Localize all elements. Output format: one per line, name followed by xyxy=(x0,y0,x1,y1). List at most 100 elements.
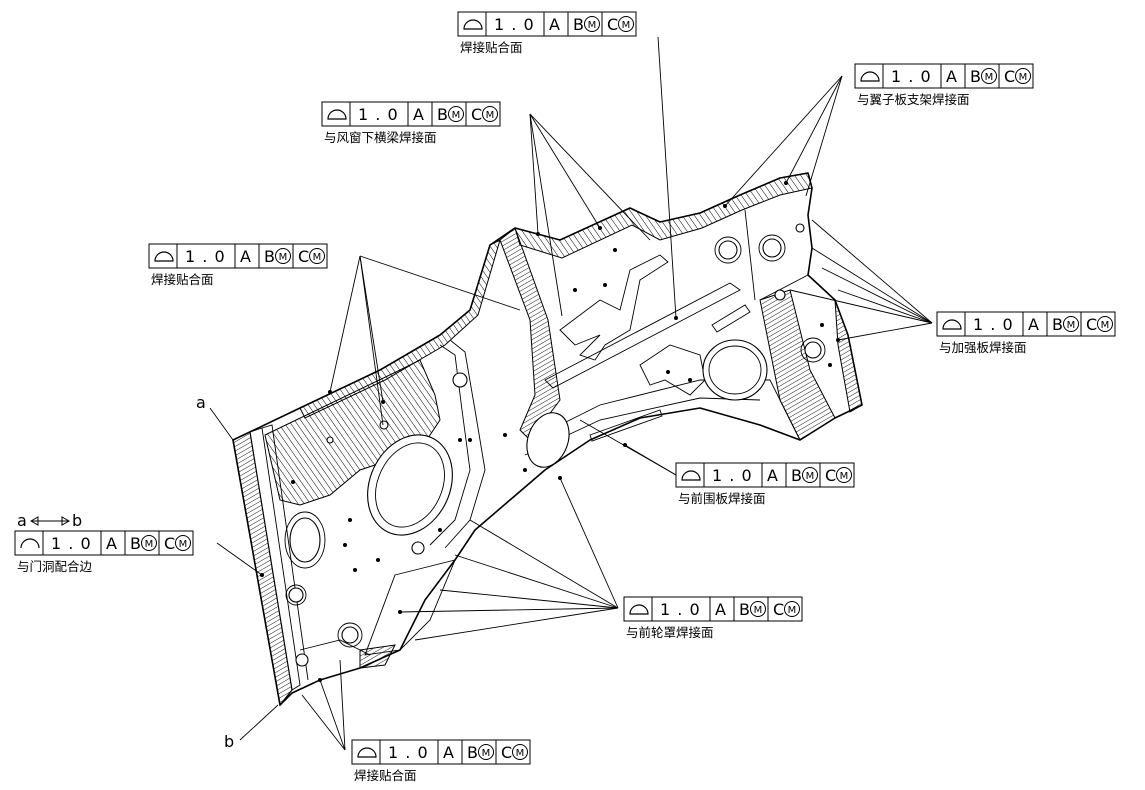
wheelhouse-bracket xyxy=(364,559,456,656)
callout-note: 与风窗下横梁焊接面 xyxy=(324,130,437,145)
datum-c: C xyxy=(825,466,837,485)
hole xyxy=(718,240,738,260)
datum-c: C xyxy=(773,600,785,619)
tolerance-value: 1 . 0 xyxy=(891,67,932,86)
callout-note: 焊接贴合面 xyxy=(354,768,417,783)
mmc-modifier: M xyxy=(452,110,461,121)
mmc-modifier-icon xyxy=(141,535,157,551)
mmc-modifier-icon xyxy=(175,535,191,551)
datum-a: A xyxy=(443,743,455,762)
mmc-modifier: M xyxy=(313,252,322,263)
tolerance-value: 1 . 0 xyxy=(660,600,701,619)
mmc-modifier: M xyxy=(516,748,525,759)
mmc-modifier-icon xyxy=(482,106,498,122)
datum-b: B xyxy=(1052,315,1064,334)
mmc-modifier-icon xyxy=(618,16,634,32)
datum-c: C xyxy=(298,247,310,266)
datum-a: A xyxy=(946,67,958,86)
opening-left-ring xyxy=(284,511,326,569)
datum-a: A xyxy=(1028,315,1040,334)
mmc-modifier: M xyxy=(622,20,631,31)
mmc-modifier: M xyxy=(806,471,815,482)
mmc-modifier: M xyxy=(754,605,763,616)
callout-note: 与前围板焊接面 xyxy=(678,491,766,506)
surface-profile-icon xyxy=(327,109,347,120)
mmc-modifier-icon xyxy=(1015,68,1031,84)
callout-note: 焊接贴合面 xyxy=(460,40,523,55)
tolerance-value: 1 . 0 xyxy=(712,466,753,485)
leader-lines xyxy=(209,36,933,751)
hole xyxy=(288,587,304,603)
mmc-modifier-icon xyxy=(836,467,852,483)
hole xyxy=(379,420,389,430)
hole xyxy=(762,238,782,258)
callout-note: 与加强板焊接面 xyxy=(939,340,1027,355)
hole xyxy=(411,541,425,555)
datum-c: C xyxy=(607,15,619,34)
surface-profile-icon xyxy=(154,251,174,262)
datum-b: B xyxy=(264,247,276,266)
mmc-modifier: M xyxy=(482,748,491,759)
mmc-modifier-icon xyxy=(1063,316,1079,332)
emboss-channel xyxy=(559,254,669,361)
emboss-blob xyxy=(639,344,706,396)
large-opening-right xyxy=(702,339,768,401)
point-label-a: a xyxy=(196,393,206,412)
datum-c: C xyxy=(1004,67,1016,86)
surface-profile-icon xyxy=(357,747,377,758)
rib-1 xyxy=(759,274,809,301)
callout-note: 与前轮罩焊接面 xyxy=(626,625,714,640)
lower-edge xyxy=(299,639,371,656)
lower-arch xyxy=(529,379,801,441)
hole-ring xyxy=(285,584,307,606)
datum-b: B xyxy=(970,67,982,86)
mmc-modifier: M xyxy=(840,471,849,482)
surface-profile-icon xyxy=(681,470,701,481)
slot-small xyxy=(711,304,751,333)
datum-c: C xyxy=(501,743,513,762)
tolerance-value: 1 . 0 xyxy=(973,315,1014,334)
callout-note: 焊接贴合面 xyxy=(151,272,214,287)
part-drawing xyxy=(232,172,863,707)
wheelhouse-flange xyxy=(359,644,396,669)
hole-ring xyxy=(800,337,826,363)
mmc-modifier: M xyxy=(145,539,154,550)
datum-c: C xyxy=(164,534,176,553)
callout-note: 与门洞配合边 xyxy=(17,559,93,574)
slot-long xyxy=(544,282,741,389)
door-flange-inner xyxy=(249,427,301,691)
mmc-modifier: M xyxy=(1067,320,1076,331)
mmc-modifier-icon xyxy=(802,467,818,483)
opening-mid xyxy=(526,412,570,468)
tolerance-value: 1 . 0 xyxy=(388,743,429,762)
surface-profile-icon xyxy=(942,319,962,330)
tolerance-value: 1 . 0 xyxy=(51,534,92,553)
tolerance-value: 1 . 0 xyxy=(494,15,535,34)
datum-a: A xyxy=(413,105,425,124)
line-profile-icon xyxy=(20,538,40,549)
hole xyxy=(295,653,309,667)
mmc-modifier-icon xyxy=(784,601,800,617)
point-label-b: b xyxy=(224,732,234,751)
datum-a: A xyxy=(240,247,252,266)
weld-points xyxy=(260,181,840,682)
mmc-modifier: M xyxy=(788,605,797,616)
hole xyxy=(341,626,359,644)
slot-short xyxy=(589,409,663,442)
datum-b: B xyxy=(791,466,803,485)
datum-b: B xyxy=(573,15,585,34)
datum-c: C xyxy=(471,105,483,124)
datum-a: A xyxy=(106,534,118,553)
datum-b: B xyxy=(130,534,142,553)
hole-ring xyxy=(758,234,786,262)
mmc-modifier: M xyxy=(1101,320,1110,331)
mmc-modifier-icon xyxy=(478,744,494,760)
range-to: b xyxy=(72,511,82,530)
datum-b: B xyxy=(437,105,449,124)
